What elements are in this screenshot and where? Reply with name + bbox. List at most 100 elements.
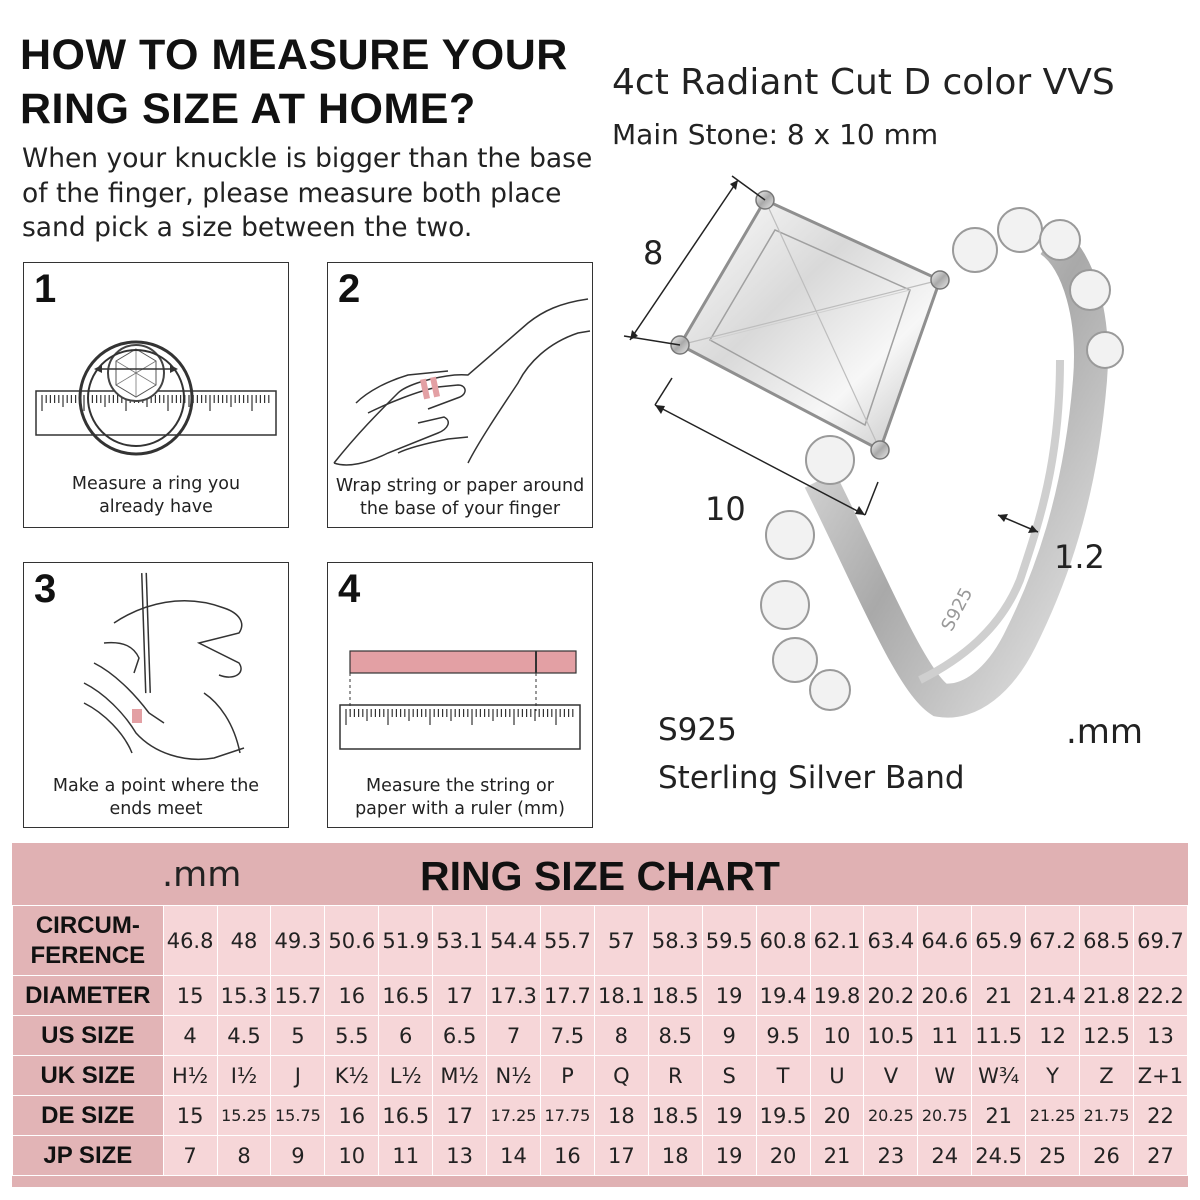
size-cell: 59.5 <box>701 905 757 976</box>
size-cell: J <box>270 1055 326 1096</box>
chart-title: RING SIZE CHART <box>420 853 780 899</box>
size-cell: 63.4 <box>863 905 919 976</box>
size-cell: 46.8 <box>162 905 218 976</box>
dimension-unit: .mm <box>1066 712 1144 752</box>
size-row-label: CIRCUM-FERENCE <box>12 905 164 976</box>
size-cell: 12.5 <box>1079 1015 1134 1056</box>
step-4-number: 4 <box>338 567 361 611</box>
size-cell: 19.5 <box>755 1095 811 1136</box>
size-cell: 18 <box>647 1135 703 1176</box>
size-cell: 22 <box>1132 1095 1189 1136</box>
size-cell: 24 <box>917 1135 973 1176</box>
size-cell: 17.75 <box>539 1095 595 1136</box>
size-cell: 24.5 <box>971 1135 1027 1176</box>
step-3-panel: 3 Make a point where the ends meet <box>23 562 289 828</box>
step-1-caption: Measure a ring you already have <box>71 474 241 517</box>
ring-illustration: S925 <box>623 175 1124 718</box>
size-cell: V <box>863 1055 919 1096</box>
size-cell: U <box>809 1055 865 1096</box>
size-cell: 15 <box>162 1095 218 1136</box>
size-row-label: US SIZE <box>12 1015 164 1056</box>
size-cell: 65.9 <box>971 905 1027 976</box>
size-cell: 26 <box>1079 1135 1134 1176</box>
size-cell: 50.6 <box>324 905 380 976</box>
size-cell: 13 <box>1132 1015 1189 1056</box>
size-cell: 57 <box>593 905 649 976</box>
size-cell: 64.6 <box>917 905 973 976</box>
size-cell: 17.25 <box>486 1095 541 1136</box>
size-cell: 21.4 <box>1025 975 1081 1016</box>
size-cell: 21 <box>971 975 1027 1016</box>
hand-marking-pen-icon <box>83 572 245 760</box>
size-cell: 16.5 <box>378 975 434 1016</box>
dimension-width: 8 <box>643 234 664 272</box>
product-title: 4ct Radiant Cut D color VVS <box>612 62 1115 103</box>
size-cell: 69.7 <box>1132 905 1189 976</box>
size-row-label: DIAMETER <box>12 975 164 1016</box>
size-row-label-line: DIAMETER <box>25 981 151 1009</box>
step-1-panel: 1 Measure a ring you already have <box>23 262 289 528</box>
size-cell: 20.75 <box>917 1095 973 1136</box>
step-4-caption: Measure the string or paper with a ruler… <box>355 776 565 819</box>
metal-info: S925 Sterling Silver Band <box>658 706 965 802</box>
size-cell: 60.8 <box>755 905 811 976</box>
intro-text: When your knuckle is bigger than the bas… <box>22 143 593 243</box>
size-cell: 19 <box>701 1095 757 1136</box>
size-cell: 54.4 <box>486 905 541 976</box>
step-2-caption: Wrap string or paper around the base of … <box>335 476 585 519</box>
size-cell: 4 <box>162 1015 218 1056</box>
size-cell: N½ <box>486 1055 541 1096</box>
size-cell: 9 <box>701 1015 757 1056</box>
size-cell: 27 <box>1132 1135 1189 1176</box>
size-cell: 21.8 <box>1079 975 1134 1016</box>
size-cell: 23 <box>863 1135 919 1176</box>
step-2-number: 2 <box>338 267 361 311</box>
size-cell: 53.1 <box>432 905 488 976</box>
size-cell: 15.75 <box>270 1095 326 1136</box>
band-stamp: S925 <box>937 584 977 634</box>
metal-description: Sterling Silver Band <box>658 760 965 796</box>
size-cell: 9.5 <box>755 1015 811 1056</box>
size-cell: 13 <box>432 1135 488 1176</box>
size-cell: 20 <box>809 1095 865 1136</box>
page-title: HOW TO MEASURE YOUR RING SIZE AT HOME? <box>20 28 600 136</box>
size-cell: 22.2 <box>1132 975 1189 1016</box>
size-cell: 18.5 <box>647 1095 703 1136</box>
size-cell: 20 <box>755 1135 811 1176</box>
size-cell: 17 <box>432 1095 488 1136</box>
size-cell: 19 <box>701 1135 757 1176</box>
size-cell: 12 <box>1025 1015 1081 1056</box>
size-cell: 17.7 <box>539 975 595 1016</box>
size-cell: T <box>755 1055 811 1096</box>
size-row-label-line: DE SIZE <box>41 1101 135 1129</box>
size-cell: 7 <box>486 1015 541 1056</box>
size-cell: Y <box>1025 1055 1081 1096</box>
size-cell: 15.3 <box>216 975 272 1016</box>
size-cell: 20.2 <box>863 975 919 1016</box>
size-cell: 8 <box>216 1135 272 1176</box>
size-cell: R <box>647 1055 703 1096</box>
size-cell: 21.25 <box>1025 1095 1081 1136</box>
size-row-label-line: FERENCE <box>30 941 146 969</box>
size-cell: 58.3 <box>647 905 703 976</box>
size-row-label: JP SIZE <box>12 1135 164 1176</box>
size-cell: M½ <box>432 1055 488 1096</box>
size-cell: 49.3 <box>270 905 326 976</box>
size-cell: 9 <box>270 1135 326 1176</box>
size-cell: 68.5 <box>1079 905 1134 976</box>
size-cell: 16.5 <box>378 1095 434 1136</box>
size-cell: 10 <box>324 1135 380 1176</box>
size-cell: Z+1 <box>1132 1055 1189 1096</box>
size-cell: 10 <box>809 1015 865 1056</box>
size-cell: 7 <box>162 1135 218 1176</box>
size-cell: 5 <box>270 1015 326 1056</box>
size-row-label: UK SIZE <box>12 1055 164 1096</box>
size-cell: P <box>539 1055 595 1096</box>
size-cell: 17.3 <box>486 975 541 1016</box>
